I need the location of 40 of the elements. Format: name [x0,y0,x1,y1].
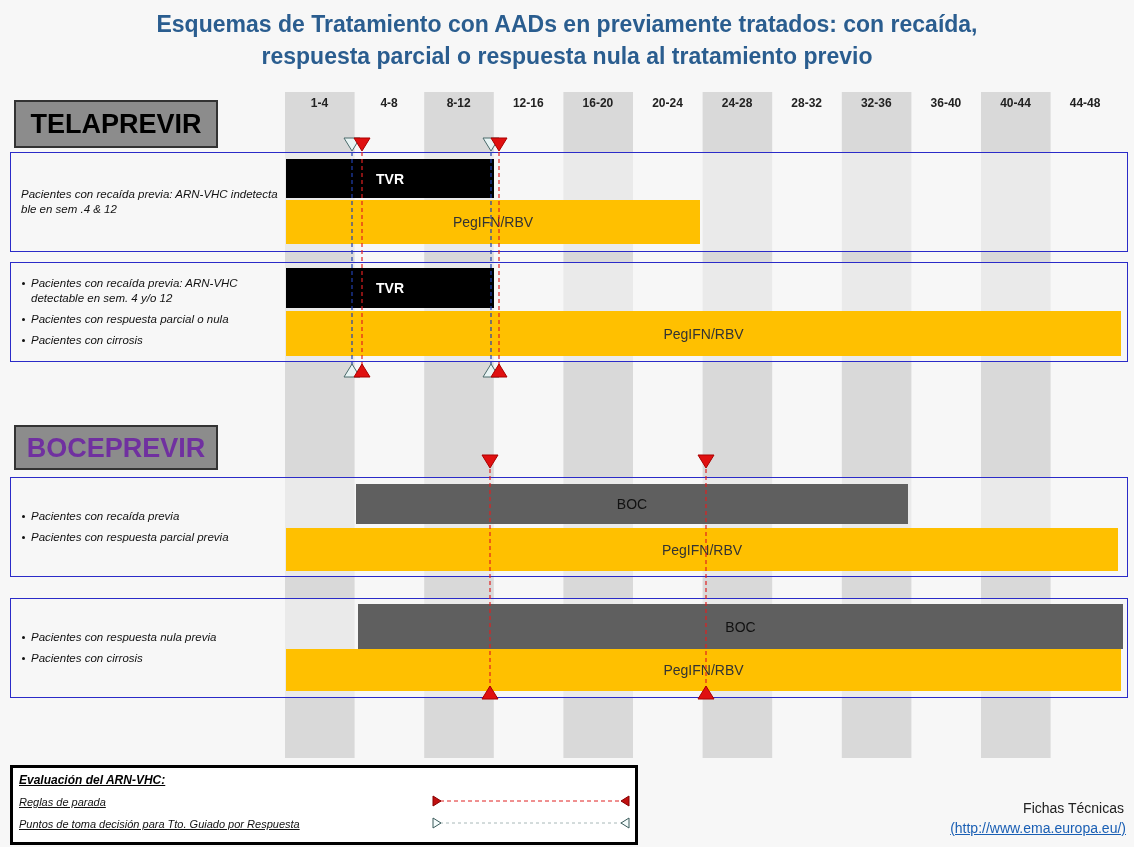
treatment-bar: BOC [358,604,1123,649]
drug-header: TELAPREVIR [14,100,218,148]
week-column-label: 20-24 [651,96,684,110]
legend-label: Reglas de parada [19,796,106,808]
patient-group-panel [10,598,1128,698]
patient-criteria-text: Pacientes con recaída previa: ARN-VHC detectable en sem. 4 y/o 12 [21,276,283,306]
week-column-label: 8-12 [445,96,472,110]
patient-group-panel [10,152,1128,252]
treatment-bar: BOC [356,484,908,524]
source-note: Fichas Técnicas [1023,800,1124,816]
week-column-label: 40-44 [999,96,1032,110]
week-column-label: 1-4 [309,96,330,110]
patient-criteria-text: Pacientes con recaída previa [21,509,283,524]
legend-title: Evaluación del ARN-VHC: [19,773,166,787]
week-column-label: 28-32 [790,96,824,110]
treatment-bar: TVR [286,159,494,198]
treatment-bar: TVR [286,268,494,308]
week-column-label: 16-20 [581,96,615,110]
patient-criteria-text: Pacientes con respuesta parcial previa [21,530,283,545]
patient-criteria-text: Pacientes con recaída previa: ARN-VHC indetecta ble en sem .4 & 12 [21,187,279,217]
treatment-bar: PegIFN/RBV [286,311,1121,356]
week-column-label: 12-16 [511,96,545,110]
legend-label: Puntos de toma decisión para Tto. Guiado por Respuesta [19,818,300,830]
patient-criteria-text: Pacientes con cirrosis [21,651,283,666]
treatment-bar: PegIFN/RBV [286,200,700,244]
treatment-bar: PegIFN/RBV [286,528,1118,571]
patient-group-panel [10,477,1128,577]
week-column-label: 44-48 [1068,96,1102,110]
treatment-bar: PegIFN/RBV [286,649,1121,691]
week-column-label: 36-40 [929,96,963,110]
source-link: (http://www.ema.europa.eu/) [950,820,1126,836]
week-column-label: 32-36 [859,96,893,110]
patient-group-panel [10,262,1128,362]
patient-criteria-text: Pacientes con cirrosis [21,333,283,348]
week-column-label: 4-8 [379,96,399,110]
chart-title: Esquemas de Tratamiento con AADs en previamente tratados: con recaída, respuesta parcial o respuesta nula al tratamiento previo [155,10,979,71]
patient-criteria-text: Pacientes con respuesta nula previa [21,630,283,645]
patient-criteria-text: Pacientes con respuesta parcial o nula [21,312,283,327]
drug-header: BOCEPREVIR [14,425,218,470]
week-column-label: 24-28 [720,96,754,110]
